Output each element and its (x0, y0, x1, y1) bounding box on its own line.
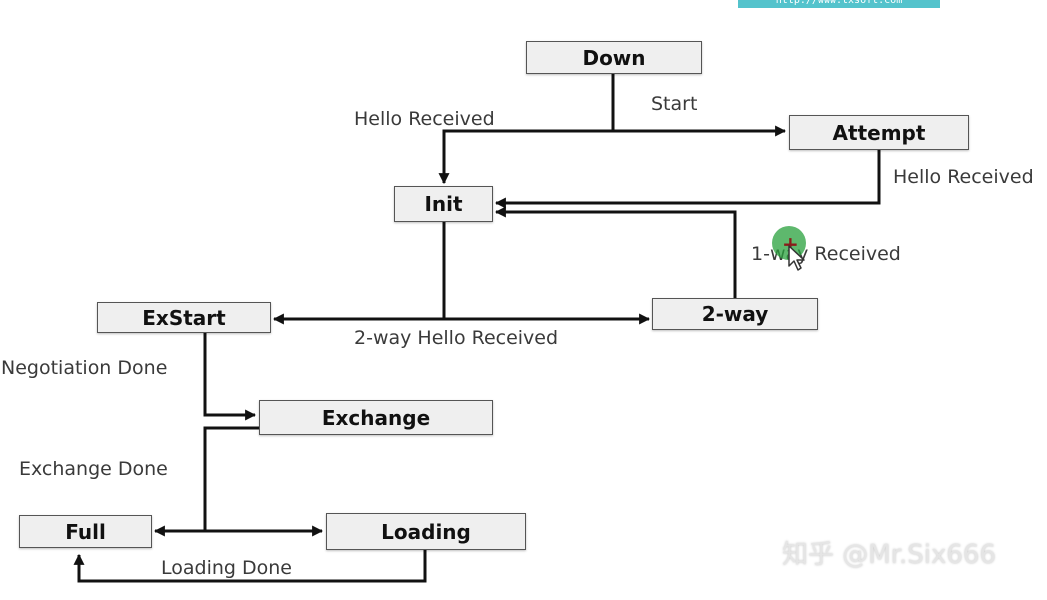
edge-down-to-init (438, 129, 613, 185)
mouse-pointer-icon (788, 245, 805, 271)
label-hello-received-down: Hello Received (354, 108, 495, 130)
watermark-text: 知乎 @Mr.Six666 (782, 540, 997, 570)
state-full: Full (19, 515, 152, 548)
state-down: Down (526, 41, 702, 74)
edge-loading-to-full (73, 550, 427, 583)
edge-twoway-to-init (494, 206, 737, 299)
label-exchange-done: Exchange Done (19, 458, 168, 480)
edge-exstart-to-exchange (203, 333, 257, 421)
state-exstart: ExStart (97, 302, 271, 333)
label-start: Start (651, 93, 698, 115)
edge-attempt-to-init (494, 150, 881, 209)
source-url-banner: http://www.txsoft.com (738, 0, 940, 8)
state-init: Init (394, 186, 493, 222)
state-attempt: Attempt (789, 115, 969, 150)
label-hello-received-attempt: Hello Received (893, 166, 1034, 188)
label-loading-done: Loading Done (161, 557, 292, 579)
edge-down-to-attempt (611, 73, 787, 137)
state-two-way: 2-way (652, 298, 818, 330)
label-negotiation-done: Negotiation Done (1, 357, 168, 379)
cursor-plus-icon: + (782, 232, 799, 256)
label-two-way-hello-received: 2-way Hello Received (354, 327, 559, 349)
state-loading: Loading (326, 513, 526, 550)
state-exchange: Exchange (259, 400, 493, 435)
edge-exchange-trunk (203, 426, 259, 531)
